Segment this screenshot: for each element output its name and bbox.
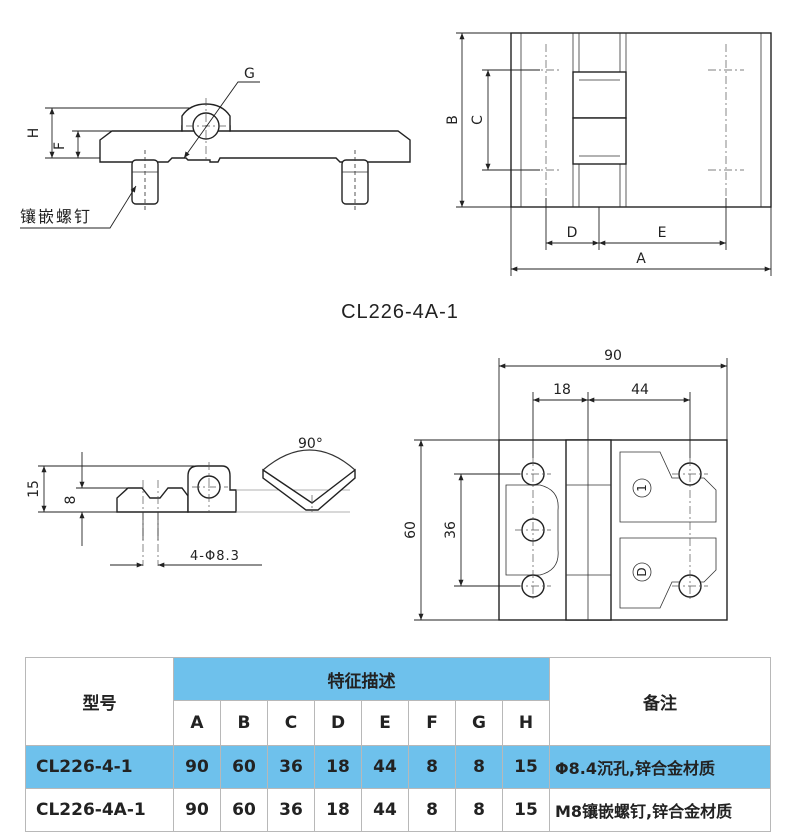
dim-90: 90 <box>604 348 622 364</box>
dim-c: C <box>470 115 486 125</box>
cell-f: 8 <box>408 788 456 832</box>
top-front-view: B C D E A <box>445 32 772 276</box>
column-header-d: D <box>314 700 362 746</box>
dim-a: A <box>636 251 646 267</box>
column-header-c: C <box>267 700 315 746</box>
hole-note: 4-Φ8.3 <box>190 549 240 564</box>
column-header-h: H <box>502 700 550 746</box>
bottom-front-view: 1 D 90 18 44 60 36 <box>403 348 728 621</box>
cell-g: 8 <box>455 745 503 789</box>
dim-36: 36 <box>443 521 459 539</box>
cell-b: 60 <box>220 788 268 832</box>
column-header-f: F <box>408 700 456 746</box>
model-title: CL226-4A-1 <box>341 301 459 323</box>
cell-e: 44 <box>361 745 409 789</box>
dim-b: B <box>445 115 461 125</box>
dim-44: 44 <box>631 382 649 398</box>
top-side-view: H F G 镶嵌螺钉 <box>20 66 411 229</box>
circle-2-label: D <box>635 567 649 576</box>
dim-e: E <box>658 225 667 241</box>
cell-d: 18 <box>314 745 362 789</box>
circle-1-label: 1 <box>635 484 649 492</box>
label-h: H <box>26 128 42 139</box>
technical-drawing: H F G 镶嵌螺钉 B <box>20 32 772 621</box>
angle-90: 90° <box>298 436 323 452</box>
label-insert-screw: 镶嵌螺钉 <box>20 207 92 226</box>
label-f: F <box>52 142 68 150</box>
column-header-g: G <box>455 700 503 746</box>
cell-c: 36 <box>267 788 315 832</box>
cell-d: 18 <box>314 788 362 832</box>
table-row: CL226-4A-1 90 60 36 18 44 8 8 15 M8镶嵌螺钉,… <box>25 788 771 832</box>
dim-d: D <box>567 225 578 241</box>
cell-a: 90 <box>173 745 221 789</box>
column-header-b: B <box>220 700 268 746</box>
row-note: M8镶嵌螺钉,锌合金材质 <box>549 788 771 832</box>
table-row: CL226-4-1 90 60 36 18 44 8 8 15 Φ8.4沉孔,锌… <box>25 745 771 789</box>
row-model: CL226-4-1 <box>25 745 174 789</box>
dim-8: 8 <box>63 496 79 505</box>
cell-h: 15 <box>502 745 550 789</box>
dim-15: 15 <box>26 480 42 498</box>
dim-18: 18 <box>553 382 571 398</box>
bottom-side-view: 4-Φ8.3 15 8 90° <box>26 436 356 568</box>
dim-60: 60 <box>403 521 419 539</box>
cell-b: 60 <box>220 745 268 789</box>
cell-g: 8 <box>455 788 503 832</box>
row-model: CL226-4A-1 <box>25 788 174 832</box>
cell-h: 15 <box>502 788 550 832</box>
column-header-e: E <box>361 700 409 746</box>
cell-f: 8 <box>408 745 456 789</box>
feature-header: 特征描述 <box>173 657 550 701</box>
cell-c: 36 <box>267 745 315 789</box>
label-g: G <box>244 66 255 82</box>
note-header: 备注 <box>549 657 771 746</box>
column-header-a: A <box>173 700 221 746</box>
row-note: Φ8.4沉孔,锌合金材质 <box>549 745 771 789</box>
cell-a: 90 <box>173 788 221 832</box>
spec-table: 型号 特征描述 备注 A B C D E F G H CL226-4-1 90 … <box>25 657 771 832</box>
cell-e: 44 <box>361 788 409 832</box>
model-header: 型号 <box>25 657 174 746</box>
